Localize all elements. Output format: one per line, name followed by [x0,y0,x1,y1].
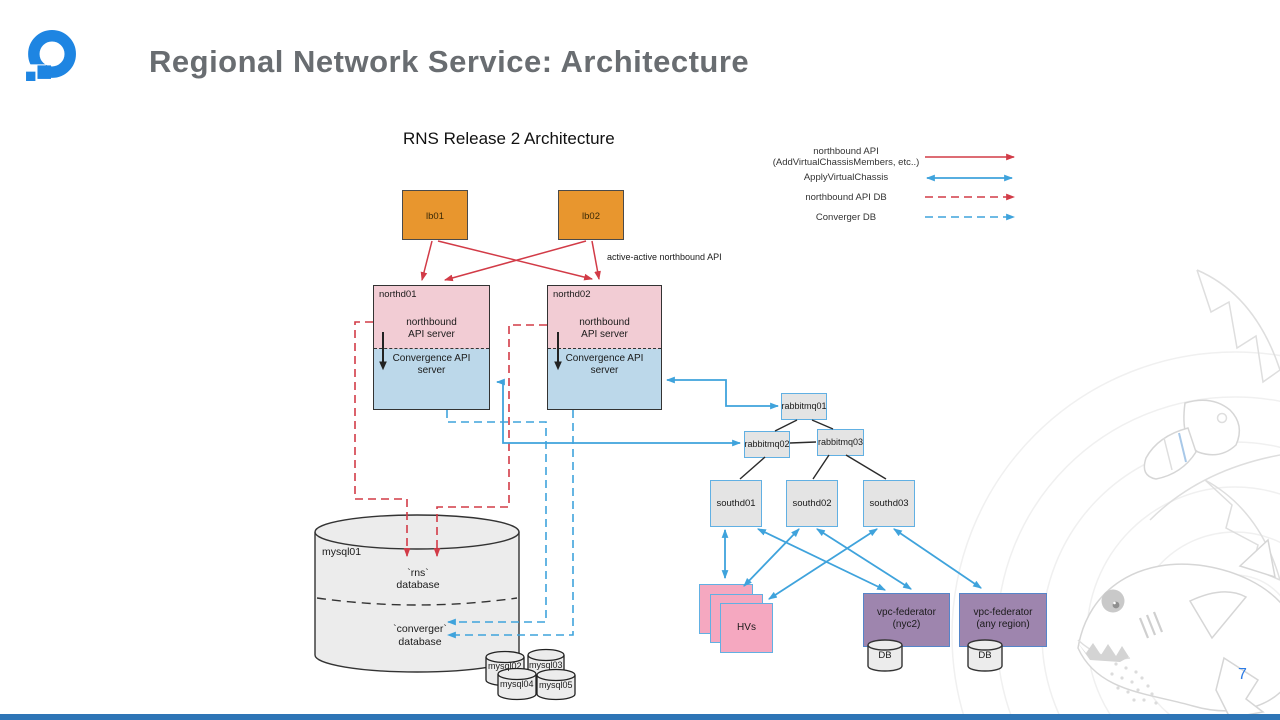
arrow-southd02-hvs [743,528,800,587]
legend-arrows [925,153,1016,221]
footer-accent-bar [0,714,1280,720]
arrow-lb02-northd02 [591,240,601,281]
node-northd01 [373,285,490,410]
line-rabbitmq02-southd01 [739,456,766,480]
northd02-bottom-line1: Convergence API [565,353,644,364]
northd02-bottom-line2: server [590,365,619,376]
toucan-palm-watermark [1143,269,1280,581]
line-rabbitmq03-southd02 [812,454,830,480]
line-rabbitmq01-03 [811,419,834,430]
node-lb02 [558,190,624,240]
northd02-top-line1: northbound [579,317,630,328]
active-active-annotation: active-active northbound API [607,252,722,262]
mysql02-label: mysql02 [488,661,522,671]
node-lb01-label: lb01 [426,211,444,222]
converger-database-line1: `converger` [393,623,447,635]
line-rabbitmq03-southd03 [845,454,887,480]
arrow-lb02-northd01 [443,240,587,282]
northd01-top-line2: API server [408,329,455,340]
line-rabbitmq02-03 [789,441,817,444]
converger-database-line2: database [398,636,442,648]
mysql-replica-cylinders [485,648,576,701]
rns-database-line2: database [396,579,440,591]
northd02-northbound-section [548,286,661,349]
legend-label-northbound-api-detail: (AddVirtualChassisMembers, etc..) [772,157,920,168]
node-rabbitmq03-label: rabbitmq03 [817,437,864,447]
northd01-bottom-line2: server [417,365,446,376]
arrow-southd01-vpc-nyc2 [756,528,887,591]
node-lb02-label: lb02 [582,211,600,222]
northd01-top-line1: northbound [406,317,457,328]
vpc-nyc2-line1: vpc-federator [877,607,936,618]
node-northd01-label: northd01 [379,289,417,300]
page-number: 7 [1238,666,1247,683]
arrow-southd03-vpc-any [893,528,982,589]
node-lb01 [402,190,468,240]
diagram-title: RNS Release 2 Architecture [403,129,615,148]
node-rabbitmq01 [781,393,827,420]
mysql01-cylinder [314,514,520,673]
node-rabbitmq01-label: rabbitmq01 [781,401,827,411]
mysql03-label: mysql03 [529,660,563,670]
node-northd02-label: northd02 [553,289,591,300]
legend-label-northbound-api-db: northbound API DB [805,192,887,203]
vpc-any-line2: (any region) [976,619,1030,630]
arrow-northd02-converger-db [446,410,574,639]
node-southd03-label: southd03 [869,498,909,509]
line-rabbitmq01-02 [774,419,798,432]
legend-label-northbound-api: northbound API [813,146,879,157]
node-hvs-label: HVs [737,622,756,633]
sammy-shark-watermark [1077,538,1280,719]
vpc-any-db-label: DB [978,650,992,661]
legend-label-converger-db: Converger DB [815,212,877,223]
node-southd02 [786,480,838,527]
node-rabbitmq02-label: rabbitmq02 [744,439,790,449]
slide-title: Regional Network Service: Architecture [149,44,750,79]
legend-label-applyvirtualchassis: ApplyVirtualChassis [803,172,889,183]
arrow-northd02-rabbitmq01 [665,376,780,410]
node-northd02 [547,285,662,410]
node-southd03 [863,480,915,527]
vpc-nyc2-db-label: DB [878,650,892,661]
vpc-nyc2-line2: (nyc2) [892,619,921,630]
node-southd01 [710,480,762,527]
vpc-any-line1: vpc-federator [973,607,1033,618]
node-vpc-federator-nyc2 [863,593,950,647]
northd01-bottom-line1: Convergence API [392,353,471,364]
digitalocean-logo [25,30,76,81]
arrow-southd02-vpc-nyc2 [816,528,912,590]
mysql04-label: mysql04 [500,679,534,689]
northd02-top-line2: API server [581,329,628,340]
arrow-northd01-converger-db [446,410,547,626]
arrow-lb01-northd02 [437,240,594,281]
node-southd02-label: southd02 [792,498,832,509]
arrow-lb01-northd01 [420,240,433,282]
node-hv-front [720,603,773,653]
node-rabbitmq02 [744,431,790,458]
arrow-southd03-hvs [768,528,878,600]
node-rabbitmq03 [817,429,864,456]
swirl-watermark [951,351,1280,720]
mysql05-label: mysql05 [539,680,573,690]
rns-database-line1: `rns` [407,567,429,579]
node-southd01-label: southd01 [716,498,756,509]
mysql01-label: mysql01 [322,546,362,558]
